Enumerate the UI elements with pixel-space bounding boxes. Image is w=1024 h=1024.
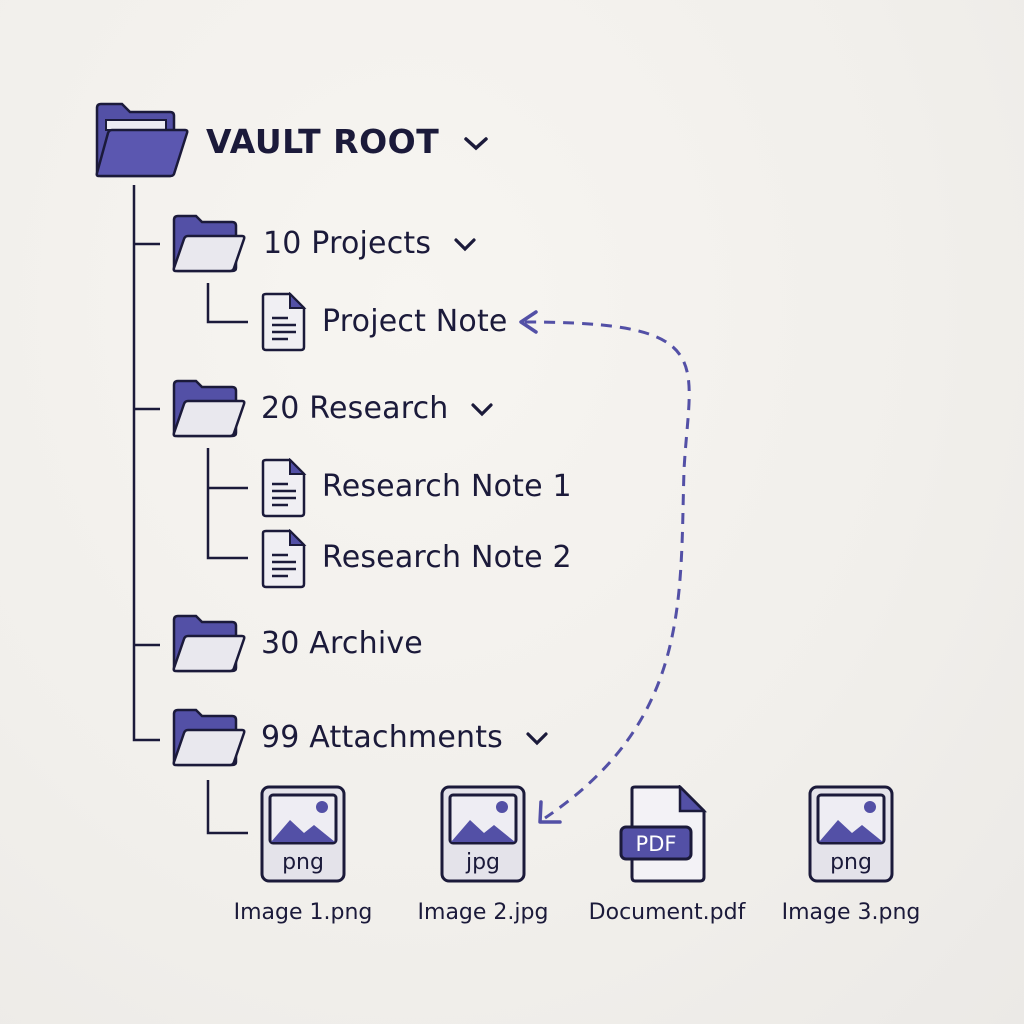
folder-name: 10 Projects: [263, 226, 432, 261]
file-name-image-2[interactable]: Image 2.jpg: [417, 900, 549, 925]
file-name-document[interactable]: Document.pdf: [588, 900, 746, 925]
folder-label-archive[interactable]: 30 Archive: [261, 626, 423, 661]
note-item-research-note-2[interactable]: Research Note 2: [322, 540, 572, 575]
document-icon: [258, 528, 308, 593]
chevron-down-icon[interactable]: [463, 135, 489, 153]
folder-label-attachments[interactable]: 99 Attachments: [261, 720, 549, 755]
arrowhead-icon: [519, 310, 538, 334]
file-type-badge: png: [830, 850, 872, 875]
vault-root-label[interactable]: VAULT ROOT: [206, 122, 489, 161]
folder-icon[interactable]: [170, 379, 248, 443]
file-type-badge: jpg: [465, 850, 500, 875]
document-icon: [258, 457, 308, 522]
folder-icon[interactable]: [170, 614, 248, 678]
file-name-image-1[interactable]: Image 1.png: [233, 900, 373, 925]
folder-name: 20 Research: [261, 391, 449, 426]
folder-label-projects[interactable]: 10 Projects: [263, 226, 477, 261]
image-file-icon[interactable]: jpg: [440, 785, 526, 887]
document-icon: [258, 291, 308, 356]
branch-line: [206, 283, 248, 324]
file-name-image-3[interactable]: Image 3.png: [781, 900, 921, 925]
note-item-research-note-1[interactable]: Research Note 1: [322, 469, 572, 504]
folder-icon[interactable]: [170, 214, 248, 278]
file-type-badge: png: [282, 850, 324, 875]
folder-label-research[interactable]: 20 Research: [261, 391, 494, 426]
image-file-icon[interactable]: png: [260, 785, 346, 887]
arrowhead-icon: [538, 800, 562, 824]
vault-root-title: VAULT ROOT: [206, 122, 440, 161]
pdf-file-icon[interactable]: PDF: [618, 783, 710, 887]
note-item-project-note[interactable]: Project Note: [322, 304, 508, 339]
chevron-down-icon[interactable]: [453, 237, 477, 253]
root-trunk-line: [132, 185, 160, 742]
branch-line: [206, 448, 248, 560]
chevron-down-icon[interactable]: [525, 731, 549, 747]
image-file-icon[interactable]: png: [808, 785, 894, 887]
link-dashed-arrow: [524, 320, 691, 820]
folder-open-icon[interactable]: [92, 102, 190, 184]
chevron-down-icon[interactable]: [470, 402, 494, 418]
file-type-badge: PDF: [636, 832, 677, 856]
folder-name: 99 Attachments: [261, 720, 504, 755]
branch-line: [206, 780, 248, 835]
folder-icon[interactable]: [170, 708, 248, 772]
